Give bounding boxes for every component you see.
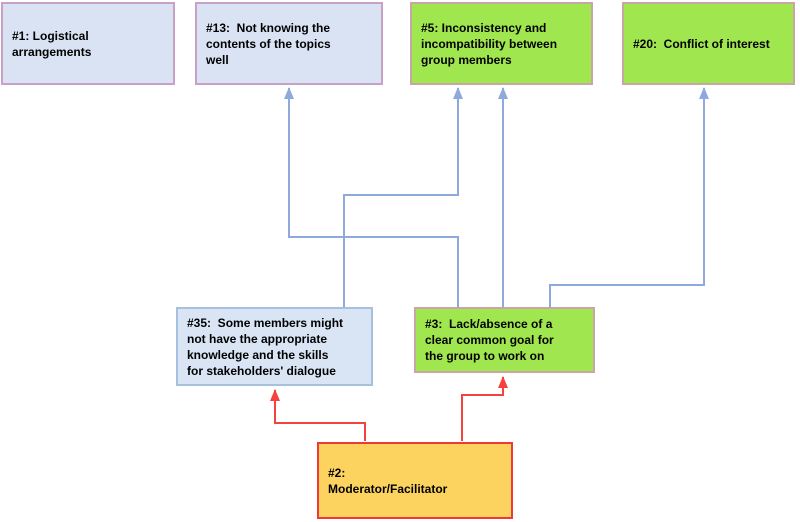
node-2-moderator-facilitator: #2: Moderator/Facilitator — [317, 442, 513, 519]
node-label: #3: Lack/absence of a clear common goal … — [425, 317, 554, 363]
node-label: #2: Moderator/Facilitator — [328, 465, 448, 496]
edge-2-to-3 — [461, 376, 508, 441]
node-label: #13: Not knowing the contents of the top… — [206, 20, 331, 67]
edge-2-to-35 — [270, 389, 366, 441]
edge-3-to-20 — [549, 87, 709, 307]
node-label: #20: Conflict of interest — [633, 36, 770, 51]
edge-3-to-13 — [284, 87, 459, 307]
node-13-topic-contents: #13: Not knowing the contents of the top… — [195, 2, 383, 85]
node-label: #1: Logistical arrangements — [12, 28, 92, 59]
node-label: #35: Some members might not have the app… — [187, 315, 344, 378]
node-3-lack-of-common-goal: #3: Lack/absence of a clear common goal … — [414, 307, 595, 373]
node-35-knowledge-and-skills: #35: Some members might not have the app… — [176, 307, 373, 386]
edge-35-to-5 — [343, 87, 463, 307]
node-label: #5: Inconsistency and incompatibility be… — [421, 20, 558, 67]
node-20-conflict-of-interest: #20: Conflict of interest — [622, 2, 795, 85]
node-1-logistical-arrangements: #1: Logistical arrangements — [1, 2, 175, 85]
node-5-inconsistency-incompatibility: #5: Inconsistency and incompatibility be… — [410, 2, 593, 85]
